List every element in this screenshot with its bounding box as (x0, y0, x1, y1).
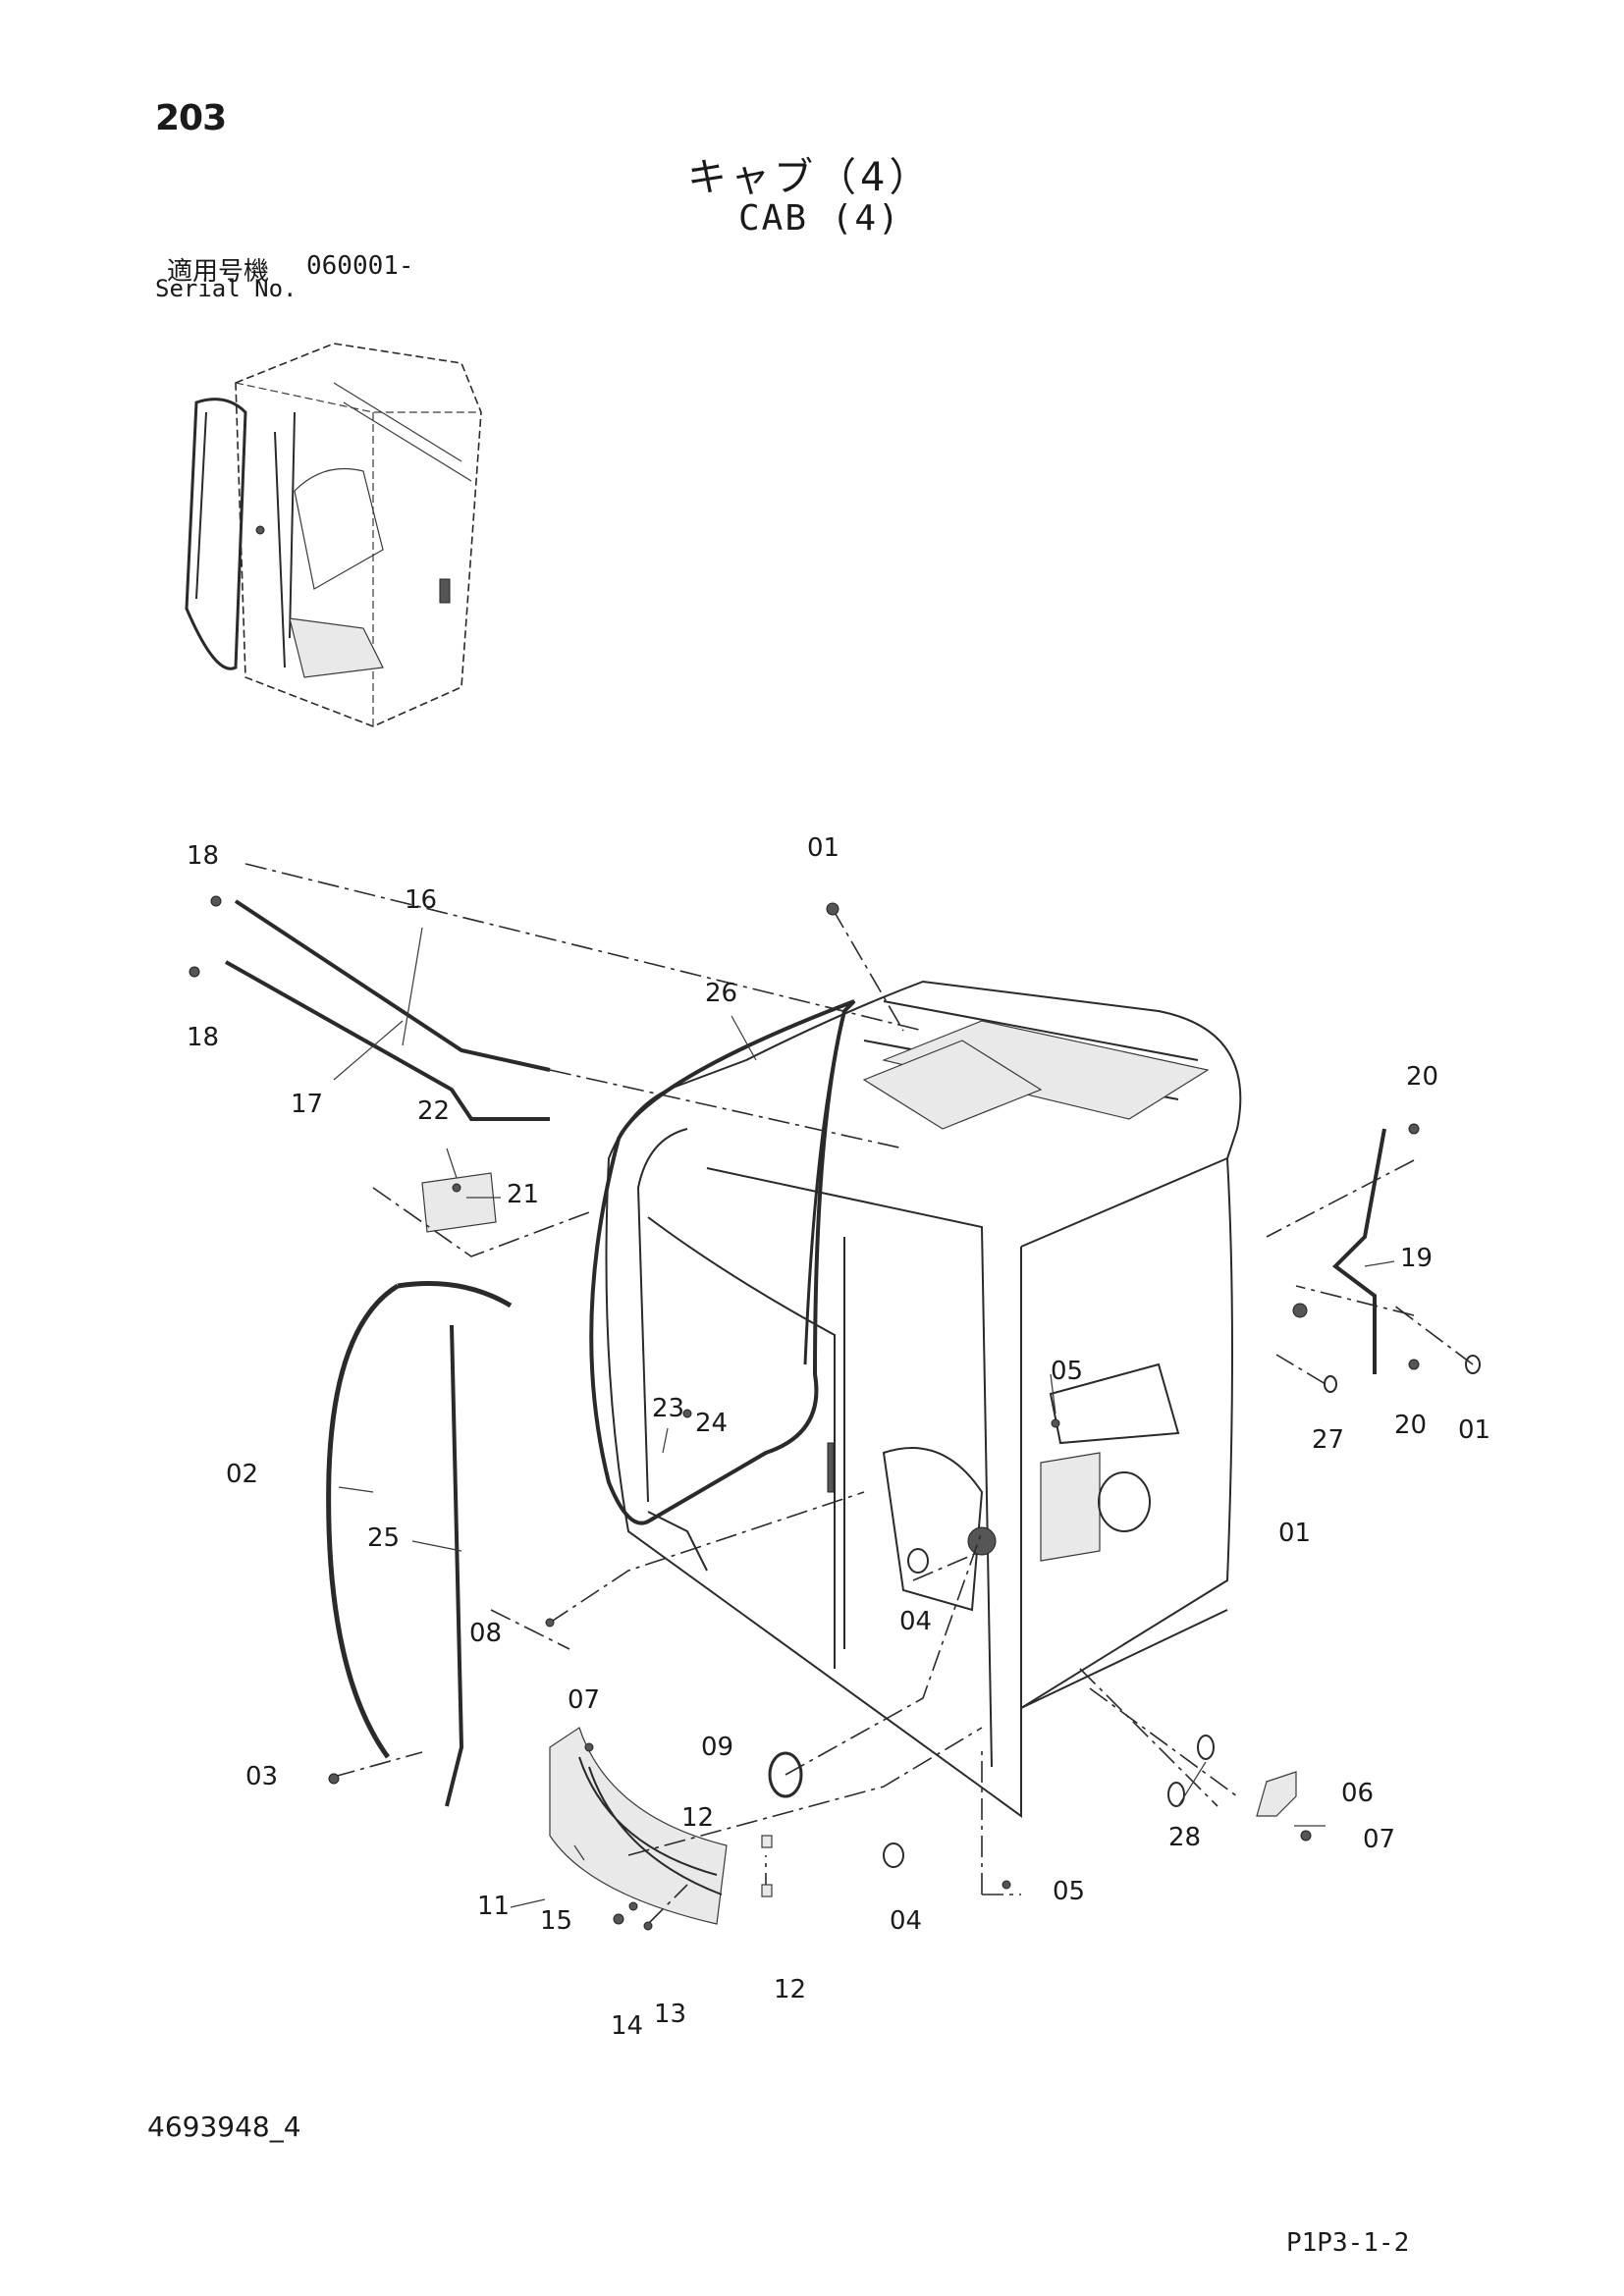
callout-01-top: 01 (807, 833, 839, 863)
serial-label-english: Serial No. (155, 275, 298, 302)
callout-14: 14 (611, 2011, 643, 2041)
callout-09: 09 (701, 1733, 733, 1762)
callout-27: 27 (1312, 1425, 1344, 1455)
callout-22: 22 (417, 1096, 450, 1126)
callout-11: 11 (477, 1892, 510, 1921)
callout-26: 26 (705, 979, 737, 1008)
callout-20-lower: 20 (1394, 1411, 1427, 1440)
callout-19: 19 (1400, 1244, 1433, 1273)
callout-24: 24 (695, 1409, 728, 1438)
cab-frame (605, 980, 1242, 1818)
callout-02: 02 (226, 1460, 258, 1489)
callout-04-upper: 04 (899, 1607, 932, 1636)
callout-25: 25 (367, 1523, 400, 1553)
callout-08: 08 (469, 1619, 502, 1648)
callout-05-upper: 05 (1051, 1357, 1083, 1386)
fasteners (189, 895, 1481, 1931)
page-code: P1P3-1-2 (1286, 2228, 1410, 2258)
callout-28: 28 (1168, 1823, 1201, 1852)
callout-01-middle: 01 (1278, 1519, 1311, 1548)
callout-07-upper: 07 (568, 1685, 600, 1715)
callout-06: 06 (1341, 1779, 1374, 1808)
title-english: CAB (4) (738, 198, 901, 239)
overview-thumbnail (185, 343, 482, 727)
callout-17: 17 (291, 1090, 323, 1119)
callout-03: 03 (245, 1762, 278, 1791)
callout-labels: 18 16 18 17 22 21 01 26 20 19 20 01 27 0… (187, 833, 1490, 2041)
callout-01-right: 01 (1458, 1415, 1490, 1445)
serial-label-japanese: 適用号機 (167, 257, 270, 287)
title-japanese: キャブ（4） (687, 155, 933, 200)
serial-range: 060001- (306, 251, 414, 281)
document-number: 4693948_4 (147, 2110, 301, 2143)
callout-13: 13 (654, 2000, 686, 2029)
callout-18-upper: 18 (187, 841, 219, 871)
callout-16: 16 (405, 885, 437, 915)
callout-07-lower: 07 (1363, 1825, 1395, 1854)
callout-15: 15 (540, 1906, 572, 1936)
callout-05-lower: 05 (1053, 1877, 1085, 1906)
callout-21: 21 (507, 1180, 539, 1209)
callout-12-lower: 12 (774, 1975, 806, 2004)
callout-20-upper: 20 (1406, 1062, 1438, 1092)
callout-18-lower: 18 (187, 1023, 219, 1052)
callout-23: 23 (652, 1394, 684, 1423)
page-number: 203 (155, 98, 227, 138)
assembly-lines (244, 863, 1474, 1925)
callout-leaders (333, 927, 1395, 1908)
callout-12-upper: 12 (681, 1803, 714, 1833)
callout-04-lower: 04 (890, 1906, 922, 1936)
